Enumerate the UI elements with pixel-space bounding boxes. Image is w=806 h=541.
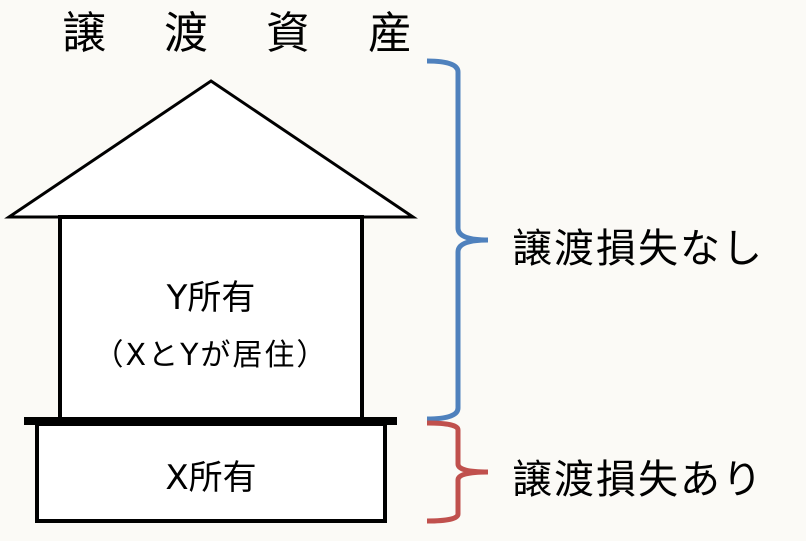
bracket-no-loss — [426, 58, 489, 422]
diagram-title: 譲 渡 資 産 — [62, 8, 434, 59]
lower-floor-box — [35, 422, 387, 523]
no-loss-label: 譲渡損失なし — [512, 226, 764, 272]
lower-owner-label: X所有 — [165, 458, 257, 498]
roof — [4, 79, 418, 219]
upper-floor-box — [58, 215, 364, 421]
upper-resident-note: （XとYが居住） — [93, 338, 329, 373]
loss-label: 譲渡損失あり — [512, 457, 764, 503]
upper-owner-label: Y所有 — [166, 278, 256, 318]
bracket-loss — [426, 420, 489, 524]
